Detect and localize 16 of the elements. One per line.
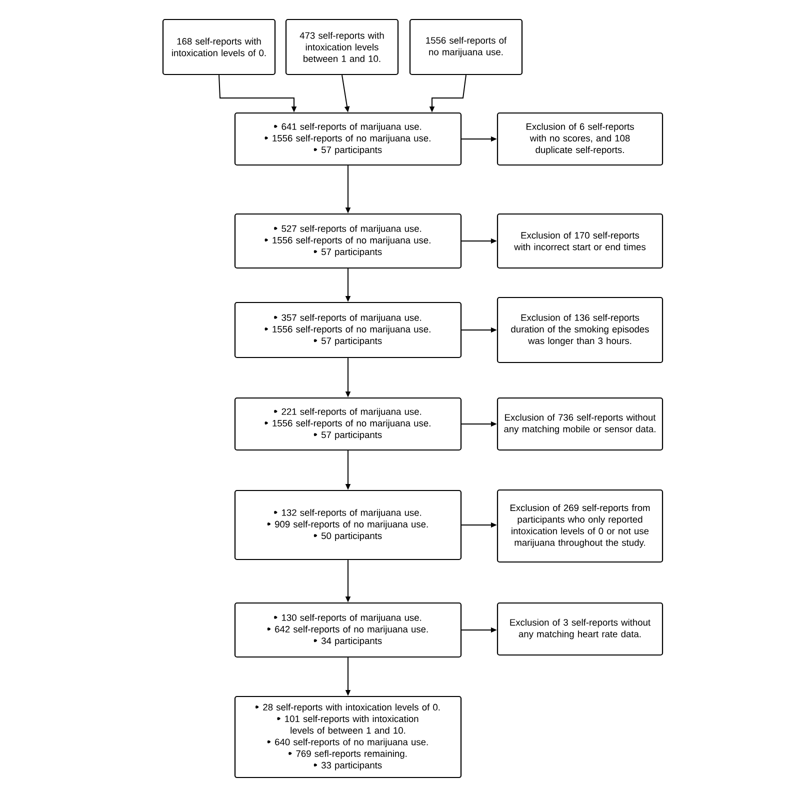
exclusion-box: Exclusion of 136 self-reports duration of the smoking episodes was longer than 3 hours. — [496, 296, 664, 364]
exclusion-box: Exclusion of 269 self-reports from participants who only reported intoxication levels of 0 or not use marijuana throughout the study. — [496, 489, 664, 563]
source-box: 168 self-reports with intoxication levels of 0. — [162, 18, 276, 76]
count-box: 130 self-reports of marijuana use. 642 self-reports of no marijuana use. 34 participants — [234, 602, 462, 658]
count-box: 641 self-reports of marijuana use. 1556 self-reports of no marijuana use. 57 participants — [234, 112, 462, 166]
exclusion-box: Exclusion of 736 self-reports without any matching mobile or sensor data. — [496, 397, 664, 451]
source-box: 1556 self-reports of no marijuana use. — [409, 18, 523, 76]
exclusion-box: Exclusion of 170 self-reports with incorrect start or end times — [496, 213, 664, 269]
count-box: 357 self-reports of marijuana use. 1556 self-reports of no marijuana use. 57 participants — [234, 302, 462, 358]
count-box: 28 self-reports with intoxication levels of 0. 101 self-reports with intoxication levels of between 1 and 10. 640 self-reports of no marijuana use. 769 sefl-reports remaining. 33 participants — [234, 696, 462, 778]
source-box: 473 self-reports with intoxication levels between 1 and 10. — [285, 18, 399, 76]
exclusion-box: Exclusion of 3 self-reports without any matching heart rate data. — [496, 602, 664, 656]
count-box: 132 self-reports of marijuana use. 909 self-reports of no marijuana use. 50 participants — [234, 490, 462, 560]
count-box: 527 self-reports of marijuana use. 1556 self-reports of no marijuana use. 57 participants — [234, 213, 462, 269]
count-box: 221 self-reports of marijuana use. 1556 self-reports of no marijuana use. 57 participants — [234, 397, 462, 451]
exclusion-box: Exclusion of 6 self-reports with no scores, and 108 duplicate self-reports. — [496, 112, 664, 166]
